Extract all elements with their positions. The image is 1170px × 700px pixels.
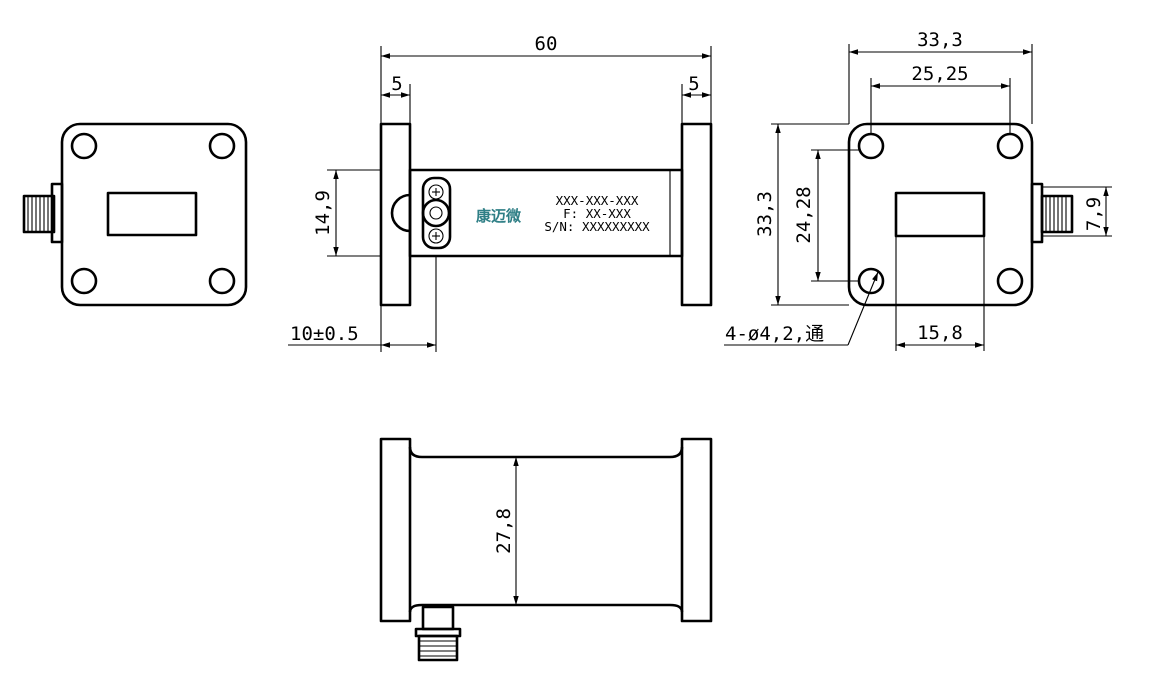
dim-flange-left: 5 — [391, 73, 402, 95]
dim-aperture-width: 15,8 — [917, 322, 963, 344]
front-view-dimensions: 60 5 5 14,9 10±0.5 — [288, 33, 712, 352]
left-end-view — [22, 122, 248, 307]
dim-connector-center: 7,9 — [1083, 197, 1105, 231]
dim-flange-right: 5 — [688, 73, 699, 95]
dim-flange-width: 33,3 — [917, 29, 963, 51]
dim-bottom-body-width: 27,8 — [493, 508, 515, 554]
brand-logo: 康迈微 — [476, 207, 522, 225]
connector-bottom-icon — [414, 605, 462, 662]
dim-hole-spacing-v: 24,28 — [793, 186, 815, 243]
dim-body-height: 14,9 — [312, 190, 334, 236]
model-text: XXX-XXX-XXX — [556, 193, 639, 208]
frequency-text: F: XX-XXX — [563, 206, 631, 221]
connector-front-icon — [421, 176, 452, 250]
front-view: 康迈微 XXX-XXX-XXX F: XX-XXX S/N: XXXXXXXXX — [379, 122, 713, 307]
serial-text: S/N: XXXXXXXXX — [544, 219, 650, 234]
bottom-view: 27,8 — [379, 437, 713, 662]
dim-total-length: 60 — [535, 33, 558, 55]
sma-connector-icon — [22, 182, 64, 244]
dim-flange-height: 33,3 — [754, 191, 776, 237]
sma-connector-icon — [1030, 182, 1074, 244]
end-view-dimensions: 33,3 25,25 33,3 24,28 7,9 4-ø4,2,通 15,8 — [724, 29, 1112, 351]
right-end-view — [847, 122, 1074, 307]
dim-holes: 4-ø4,2,通 — [725, 323, 824, 345]
dim-connector-offset: 10±0.5 — [290, 323, 359, 345]
dim-hole-spacing-h: 25,25 — [911, 63, 968, 85]
